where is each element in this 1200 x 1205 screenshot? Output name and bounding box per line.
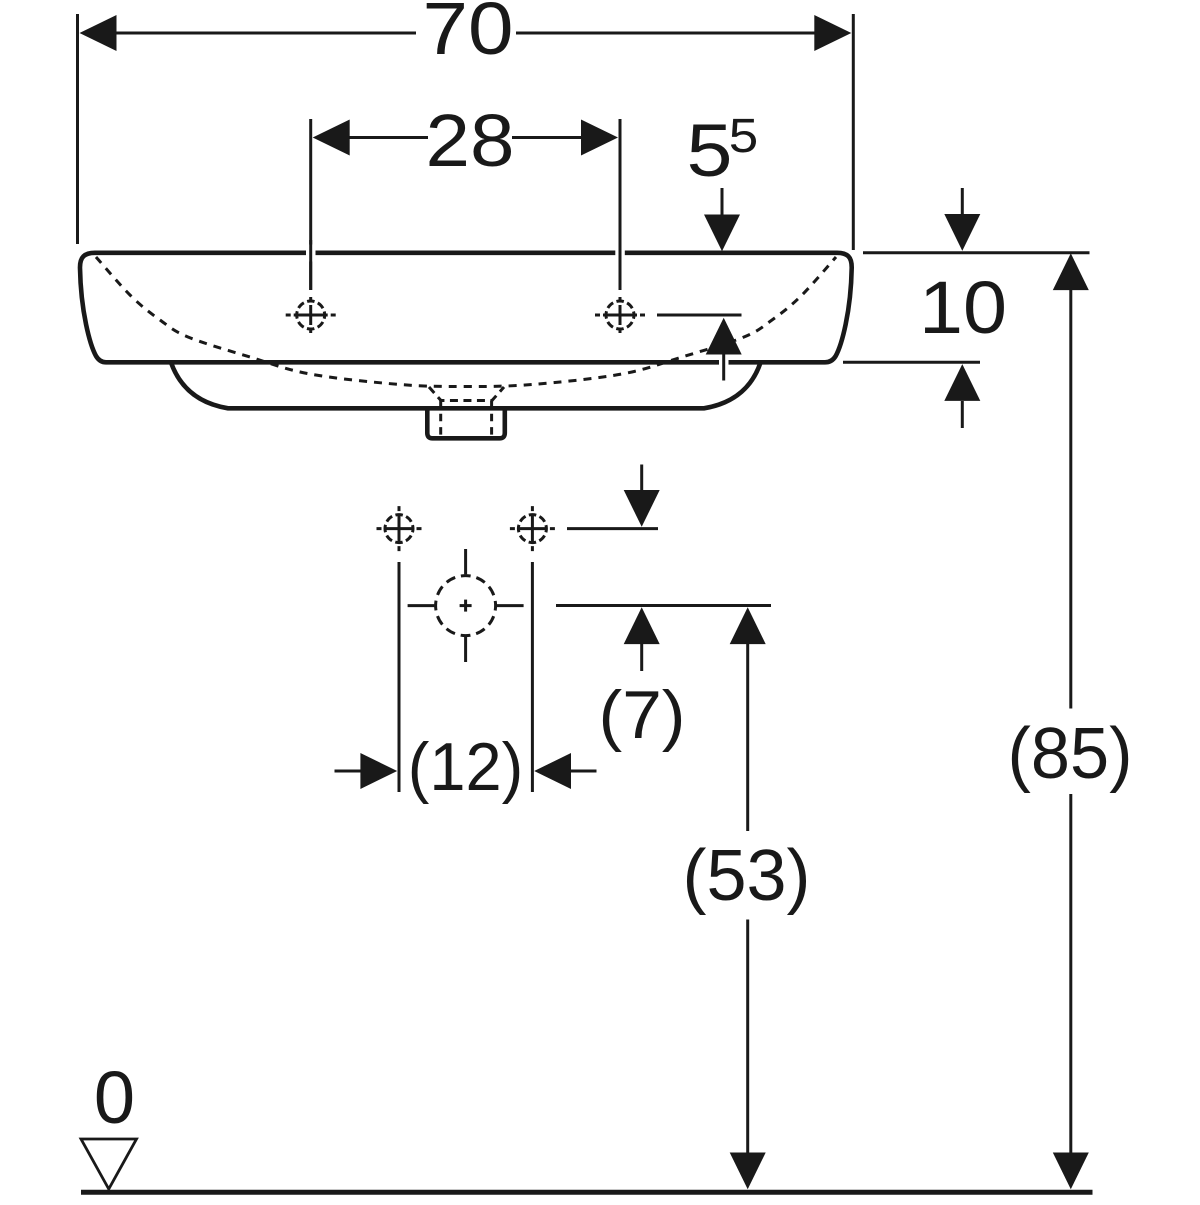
svg-text:5: 5: [687, 109, 733, 192]
svg-text:(12): (12): [408, 729, 524, 805]
svg-text:(7): (7): [599, 677, 686, 753]
svg-text:(85): (85): [1008, 714, 1133, 794]
svg-text:70: 70: [423, 0, 514, 70]
svg-text:10: 10: [919, 266, 1007, 349]
svg-text:5: 5: [729, 110, 759, 163]
svg-text:28: 28: [426, 99, 515, 182]
svg-text:(53): (53): [682, 836, 810, 916]
svg-text:0: 0: [94, 1056, 135, 1139]
